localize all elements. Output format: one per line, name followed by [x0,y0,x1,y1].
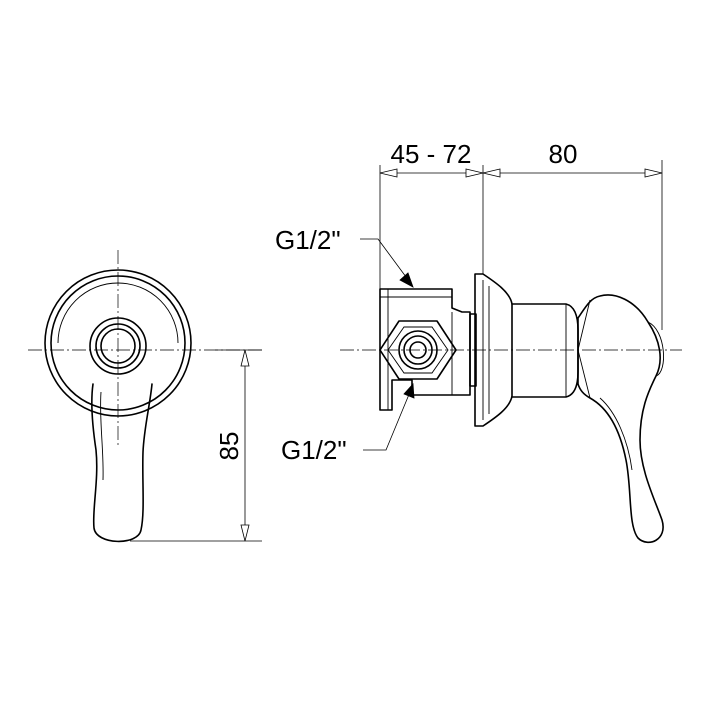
wall-depth-label: 45 - 72 [391,139,472,169]
reach-arrow-right [644,168,663,178]
side-handle-cap [647,321,664,377]
front-hub-inner [100,328,136,364]
front-hub-outer [89,317,147,375]
side-handle-face [577,299,591,399]
dimension-handle-drop: 85 [130,349,262,542]
front-view [28,250,262,543]
front-handle-lever [90,383,153,543]
mounting-bracket [379,288,471,411]
handle-reach-label: 80 [549,139,578,169]
bottom-leader-arrow [403,383,415,399]
wall-flange [474,273,513,427]
side-handle-crease [599,397,633,471]
top-leader-arrow [399,272,414,288]
side-view [340,273,682,544]
escutcheon-inner-ring [50,275,186,411]
escutcheon-bevel [57,282,179,344]
connection-port-inner [409,341,427,359]
depth-arrow-left [379,168,398,178]
top-leader-line [360,238,410,282]
drop-arrow-bottom [240,524,250,542]
front-hub-middle [95,323,141,369]
drop-arrow-top [240,349,250,367]
top-connection-label: G1/2" [275,225,341,255]
flange-seal [469,313,477,387]
reach-arrow-left [482,168,501,178]
leader-top-connection: G1/2" [275,225,414,288]
dimension-handle-reach: 80 [482,139,663,330]
connection-port-outer [398,330,438,370]
hex-nut [379,320,457,380]
depth-arrow-right [465,168,484,178]
bottom-connection-label: G1/2" [281,435,347,465]
connection-port-middle [403,335,433,365]
handle-drop-label: 85 [214,432,244,461]
cartridge-body [511,303,579,398]
hex-nut-inner [387,326,449,374]
front-handle-highlight [100,391,104,481]
leader-bottom-connection: G1/2" [281,383,415,465]
bottom-leader-line [363,391,411,451]
side-handle-lever [577,294,664,544]
dimension-wall-depth: 45 - 72 [379,139,484,289]
escutcheon-outer-ring [44,269,192,417]
